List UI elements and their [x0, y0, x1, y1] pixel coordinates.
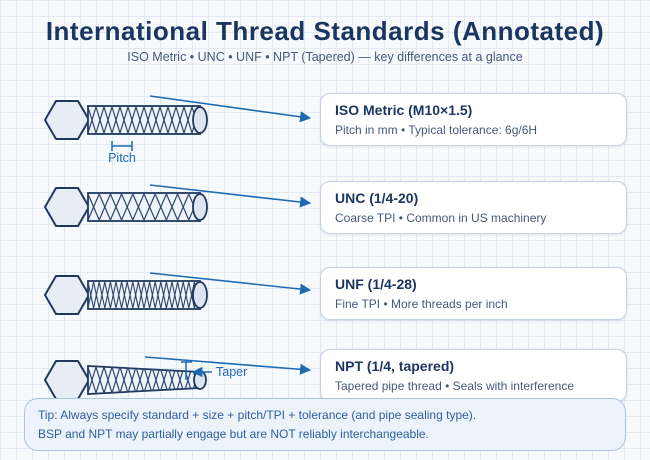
card-unc: UNC (1/4-20) Coarse TPI • Common in US m…	[320, 181, 627, 235]
card-title-iso-metric: ISO Metric (M10×1.5)	[335, 102, 473, 118]
bolt-unc-illustration	[42, 184, 220, 230]
bolt-unf-illustration	[42, 272, 220, 318]
tip-line2: BSP and NPT may partially engage but are…	[38, 426, 429, 441]
thread-zigzag	[87, 281, 201, 309]
bolt-end-cap	[193, 370, 207, 390]
page-subtitle: ISO Metric • UNC • UNF • NPT (Tapered) —…	[127, 50, 523, 64]
card-title-unf: UNF (1/4-28)	[335, 276, 417, 292]
thread-zigzag	[87, 192, 201, 222]
bolt-iso-metric-drawing	[44, 100, 208, 140]
tip-line1: Tip: Always specify standard + size + pi…	[38, 408, 477, 422]
bolt-unc-drawing	[44, 187, 208, 227]
bolt-end-cap	[192, 281, 208, 309]
card-npt: NPT (1/4, tapered) Tapered pipe thread •…	[320, 349, 627, 403]
card-iso-metric: ISO Metric (M10×1.5) Pitch in mm • Typic…	[320, 93, 627, 147]
taper-label: Taper	[216, 365, 248, 379]
card-desc-unc: Coarse TPI • Common in US machinery	[335, 210, 547, 225]
card-title-npt: NPT (1/4, tapered)	[335, 358, 455, 374]
bolt-npt-illustration	[42, 357, 220, 403]
card-desc-iso-metric: Pitch in mm • Typical tolerance: 6g/6H	[335, 122, 538, 137]
bolt-unf-drawing	[44, 275, 208, 315]
page-title: International Thread Standards (Annotate…	[45, 16, 605, 46]
bolt-end-cap	[192, 193, 208, 221]
pitch-label: Pitch	[108, 151, 136, 165]
bolt-iso-metric-illustration	[42, 97, 220, 143]
bolt-npt-drawing	[44, 360, 207, 400]
bolt-head-hex	[44, 100, 90, 140]
bolt-head-hex	[44, 187, 90, 227]
thread-zigzag	[87, 104, 201, 136]
card-desc-npt: Tapered pipe thread • Seals with interfe…	[335, 378, 575, 393]
bolt-end-cap	[192, 106, 208, 134]
bolt-head-hex	[44, 360, 90, 400]
card-desc-unf: Fine TPI • More threads per inch	[335, 296, 508, 311]
card-title-unc: UNC (1/4-20)	[335, 190, 419, 206]
bolt-head-hex	[44, 275, 90, 315]
bolt-shaft	[87, 280, 201, 310]
tip-box: Tip: Always specify standard + size + pi…	[24, 398, 626, 452]
card-unf: UNF (1/4-28) Fine TPI • More threads per…	[320, 267, 627, 321]
